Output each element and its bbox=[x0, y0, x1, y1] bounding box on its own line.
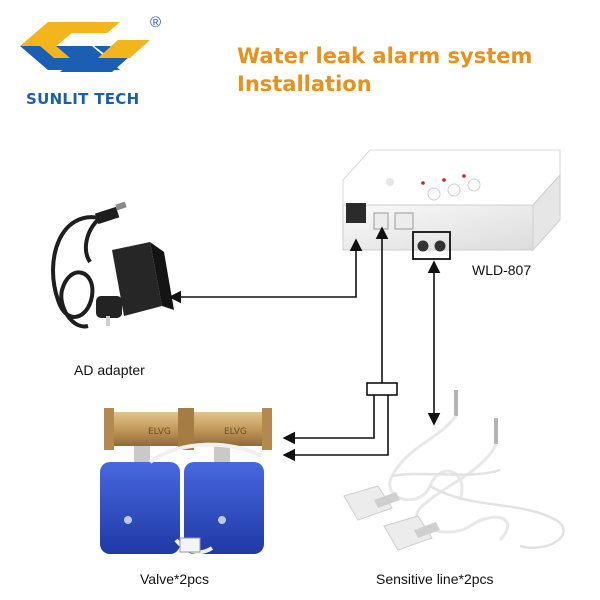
brand-logo-icon bbox=[20, 22, 150, 72]
svg-text:ELVG: ELVG bbox=[224, 427, 247, 437]
sensor-label: Sensitive line*2pcs bbox=[376, 571, 494, 587]
valve-icon: ELVG ELVG bbox=[100, 408, 272, 555]
brand-name: SUNLIT TECH bbox=[26, 90, 140, 108]
controller-icon bbox=[342, 149, 561, 260]
registered-mark: ® bbox=[150, 14, 162, 31]
svg-text:ELVG: ELVG bbox=[148, 427, 171, 437]
ad-adapter-icon bbox=[51, 201, 174, 329]
valve-label: Valve*2pcs bbox=[140, 571, 210, 587]
adapter-label: AD adapter bbox=[74, 362, 145, 378]
controller-label: WLD-807 bbox=[472, 262, 532, 278]
diagram-title-line2: Installation bbox=[237, 72, 372, 96]
sensor-line-icon bbox=[343, 390, 565, 551]
connection-lines bbox=[168, 226, 441, 462]
diagram-title-line1: Water leak alarm system bbox=[237, 44, 533, 68]
